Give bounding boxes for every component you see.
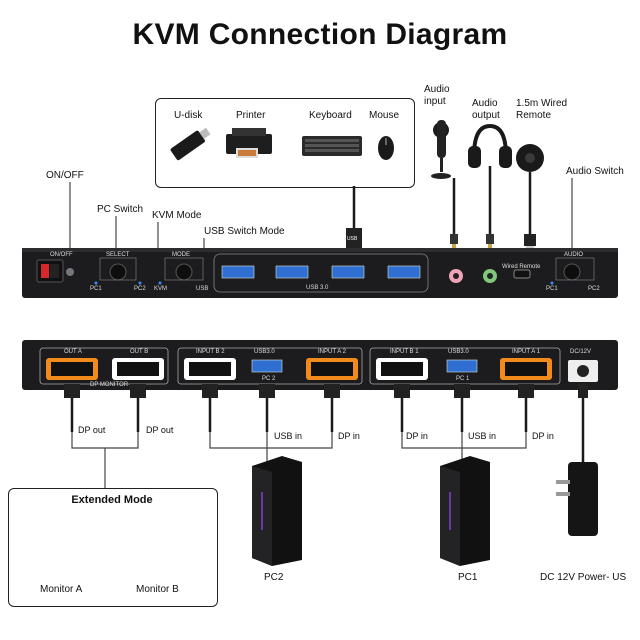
back-panel: [22, 340, 618, 390]
diagram-title: KVM Connection Diagram: [132, 18, 508, 51]
mouse-icon: [378, 136, 394, 160]
microphone-icon: [431, 120, 451, 179]
bp-input-b2: INPUT B 2: [196, 349, 225, 355]
wired-remote-icon: [516, 144, 544, 172]
fp-usb30: USB 3.0: [306, 285, 329, 291]
fp-audio-pc2: PC2: [588, 286, 600, 292]
bp-out-a: OUT A: [64, 349, 82, 355]
udisk-label: U-disk: [174, 110, 203, 121]
power-adapter: [556, 462, 598, 536]
audio-output-label: Audio output: [472, 98, 500, 121]
fp-select: SELECT: [106, 252, 130, 258]
pc1-label: PC1: [458, 572, 478, 583]
printer-label: Printer: [236, 110, 266, 121]
fp-usb: USB: [196, 286, 209, 292]
usb-switch-mode-callout: USB Switch Mode: [204, 226, 285, 237]
extended-mode-title: Extended Mode: [71, 494, 153, 506]
bp-pc1: PC 1: [456, 376, 470, 382]
bp-dp-monitor: DP MONITOR: [90, 382, 129, 388]
keyboard-icon: [302, 136, 362, 156]
bp-dc: DC/12V: [570, 349, 592, 355]
fp-on-off: ON/OFF: [50, 252, 73, 258]
cable-dp-out-1: DP out: [78, 425, 106, 435]
front-panel: [22, 248, 618, 298]
bp-out-b: OUT B: [130, 349, 149, 355]
keyboard-label: Keyboard: [309, 110, 352, 121]
pc-switch-callout: PC Switch: [97, 204, 144, 215]
bp-usb30-1: USB3.0: [448, 349, 469, 355]
bp-input-a2: INPUT A 2: [318, 349, 346, 355]
bp-input-b1: INPUT B 1: [390, 349, 419, 355]
cable-dp-in-1a: DP in: [406, 431, 428, 441]
power-label: DC 12V Power- US: [540, 572, 627, 583]
cable-usb-in-2: USB in: [274, 431, 303, 441]
bp-pc2: PC 2: [262, 376, 276, 382]
fp-kvm: KVM: [154, 286, 168, 292]
usb-stick-label: USB: [347, 236, 358, 242]
bp-input-a1: INPUT A 1: [512, 349, 540, 355]
pc2-label: PC2: [264, 572, 284, 583]
fp-pc1: PC1: [90, 286, 102, 292]
extended-mode-box: [8, 488, 218, 607]
on-off-callout: ON/OFF: [46, 170, 84, 181]
monitor-a-label: Monitor A: [40, 584, 83, 595]
pc1-tower: [440, 456, 490, 566]
fp-audio-pc1: PC1: [546, 286, 558, 292]
pc2-tower: [252, 456, 302, 566]
monitor-b-label: Monitor B: [136, 584, 179, 595]
mouse-label: Mouse: [369, 110, 400, 121]
bp-usb30-2: USB3.0: [254, 349, 275, 355]
kvm-mode-callout: KVM Mode: [152, 210, 202, 221]
fp-audio: AUDIO: [564, 252, 584, 258]
headphones-icon: [468, 123, 512, 168]
fp-mode: MODE: [172, 252, 190, 258]
audio-switch-callout: Audio Switch: [566, 166, 624, 177]
cable-usb-in-1: USB in: [468, 431, 497, 441]
cable-dp-out-2: DP out: [146, 425, 174, 435]
fp-pc2: PC2: [134, 286, 146, 292]
udisk-icon: [170, 127, 211, 161]
cable-dp-in-1b: DP in: [532, 431, 554, 441]
wired-remote-label: 1.5m Wired Remote: [516, 98, 568, 121]
cable-dp-in-2: DP in: [338, 431, 360, 441]
printer-icon: [226, 128, 272, 158]
audio-input-label: Audio input: [424, 84, 450, 107]
fp-wired-remote: Wired Remote: [502, 264, 541, 270]
